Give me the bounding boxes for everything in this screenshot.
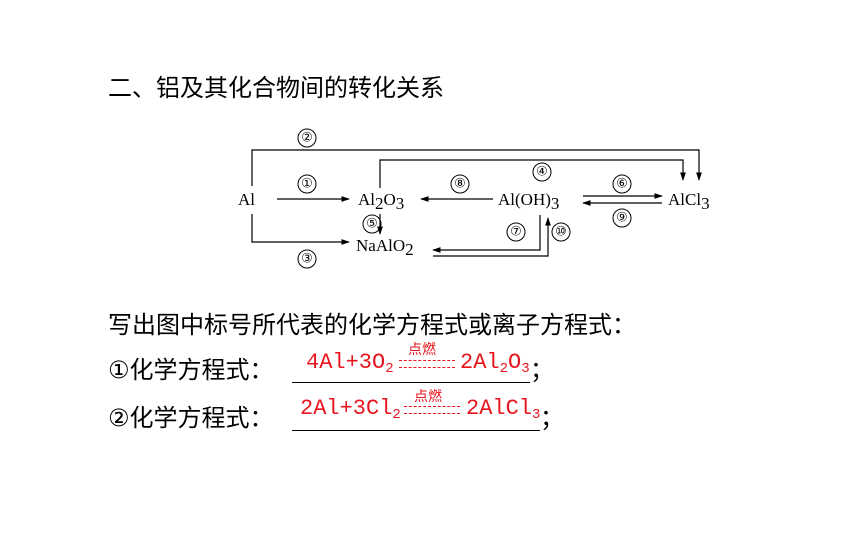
equation-2-products: 2AlCl3: [466, 396, 541, 423]
label-4: ④: [536, 165, 548, 180]
equation-2-condition: 点燃: [414, 389, 442, 405]
label-1: ①: [301, 177, 313, 192]
arrow-4: [379, 159, 686, 188]
equation-1-end: ；: [530, 356, 554, 384]
label-3: ③: [301, 252, 313, 267]
answer-blank-1: [292, 382, 530, 383]
label-7: ⑦: [510, 225, 522, 240]
arrow-7: [432, 215, 541, 253]
question-text: 写出图中标号所代表的化学方程式或离子方程式：: [108, 311, 636, 339]
equation-2-reactants: 2Al+3Cl2: [300, 396, 401, 423]
equation-1-products: 2Al2O3: [460, 350, 530, 377]
label-6: ⑥: [616, 177, 628, 192]
node-aloh3: Al(OH)3: [498, 190, 559, 213]
equation-2-equals: [404, 406, 460, 414]
equation-1-equals: [399, 360, 455, 368]
equation-2-end: ；: [540, 404, 564, 432]
section-heading: 二、铝及其化合物间的转化关系: [108, 74, 444, 102]
equation-1-condition: 点燃: [408, 342, 436, 358]
label-8: ⑧: [454, 177, 466, 192]
answer-blank-2: [292, 430, 540, 431]
arrow-10: [433, 217, 551, 257]
node-alcl3: AlCl3: [668, 190, 710, 213]
equation-1-label: ①化学方程式：: [108, 356, 274, 384]
label-5: ⑤: [366, 217, 378, 232]
node-naalo2: NaAlO2: [356, 236, 414, 259]
label-2: ②: [301, 131, 313, 146]
label-10: ⑩: [555, 225, 567, 240]
arrow-2: [251, 149, 702, 186]
label-9: ⑨: [616, 211, 628, 226]
node-al2o3: Al2O3: [358, 190, 404, 213]
node-al: Al: [238, 190, 255, 209]
equation-1-reactants: 4Al+3O2: [306, 350, 394, 377]
arrow-3: [251, 214, 350, 245]
equation-2-label: ②化学方程式：: [108, 404, 274, 432]
